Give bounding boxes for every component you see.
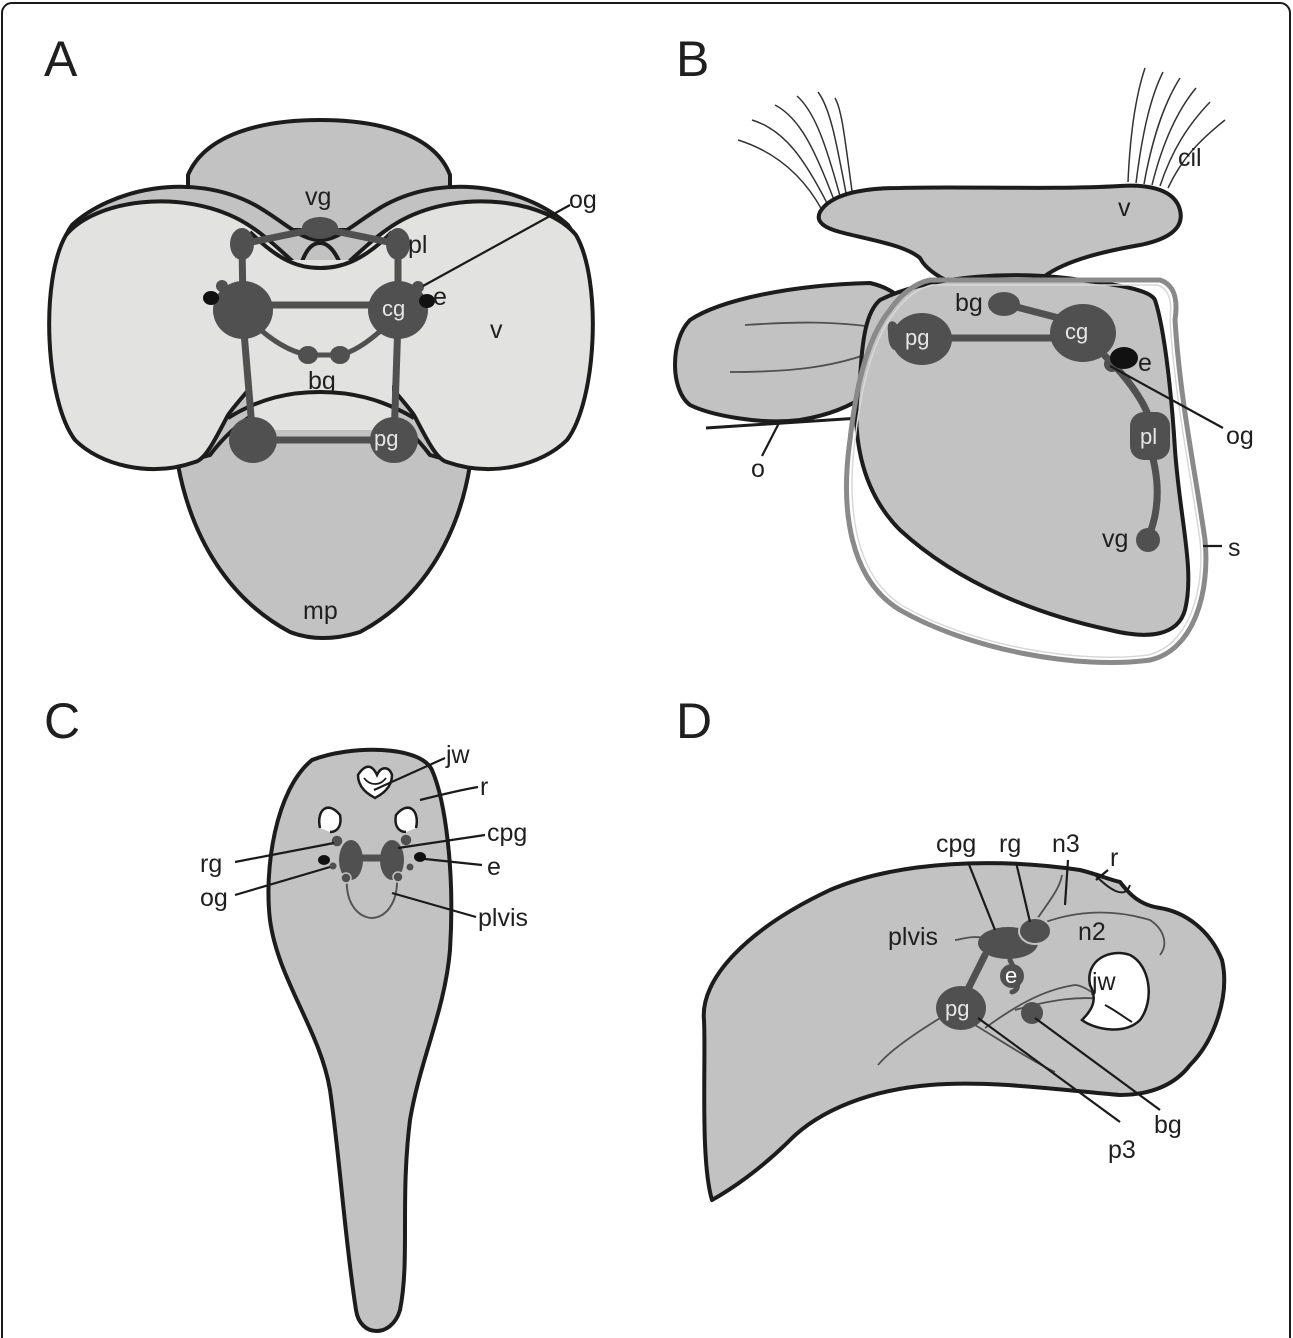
panel-a-label-mp: mp [303, 597, 338, 625]
panel-c-plvis-ganglion-left [341, 873, 351, 883]
panel-a-letter: A [44, 31, 78, 87]
panel-a-label-cg: cg [382, 296, 405, 321]
panel-a-buccal-ganglion-right [330, 346, 350, 364]
panel-b-label-vg: vg [1102, 525, 1128, 553]
panel-b-label-v: v [1118, 194, 1131, 222]
panel-a-label-vg: vg [305, 183, 331, 211]
panel-a-osphradial-ganglion-left [216, 280, 228, 292]
panel-b-visceral-ganglion [1136, 528, 1160, 552]
panel-a-pedal-ganglion-left [229, 417, 277, 463]
panel-b-label-cil: cil [1178, 144, 1202, 172]
panel-c-letter: C [44, 693, 80, 749]
panel-c-label-e: e [487, 853, 501, 881]
panel-c-label-cpg: cpg [487, 819, 527, 847]
panel-d-label-jw: jw [1091, 968, 1117, 996]
panel-b-label-og: og [1226, 422, 1254, 450]
panel-d-label-e: e [1005, 963, 1017, 988]
panel-c-label-plvis: plvis [478, 904, 528, 932]
panel-b-label-s: s [1228, 534, 1241, 562]
panel-c-osphradial-ganglion-right [407, 864, 414, 871]
panel-a-label-pl: pl [408, 231, 427, 259]
panel-d-label-bg: bg [1154, 1111, 1182, 1139]
panel-b-buccal-ganglion [988, 292, 1020, 316]
panel-d-label-r: r [1110, 844, 1118, 872]
panel-b-label-pl: pl [1140, 424, 1157, 449]
panel-a-osphradial-ganglion-right [412, 281, 424, 293]
panel-d-label-plvis: plvis [888, 923, 938, 951]
panel-c-eye-left [318, 855, 330, 865]
panel-a-label-v: v [490, 316, 503, 344]
panel-d-label-n2: n2 [1078, 918, 1106, 946]
panel-c-label-og: og [200, 884, 228, 912]
panel-d-label-rg: rg [999, 830, 1021, 858]
panel-c-rhinophore-left [319, 808, 340, 832]
panel-a-pleural-ganglion-right [386, 228, 410, 260]
panel-b-label-bg: bg [955, 289, 983, 317]
panel-c-label-rg: rg [200, 850, 222, 878]
panel-c-eye-right [414, 852, 426, 862]
panel-d-label-p3: p3 [1108, 1136, 1136, 1164]
panel-b-letter: B [676, 31, 709, 87]
panel-a-center-field [250, 260, 392, 430]
panel-a-label-e: e [433, 283, 447, 311]
panel-d-label-pg: pg [945, 996, 969, 1021]
panel-b-label-pg: pg [905, 325, 929, 350]
panel-d-letter: D [676, 693, 712, 749]
panel-b-label-cg: cg [1065, 319, 1088, 344]
panel-a-eye-left [203, 291, 219, 305]
panel-d-rhinophoral-ganglion [1019, 918, 1051, 944]
panel-c-plvis-ganglion-right [393, 872, 403, 882]
panel-c-label-r: r [480, 773, 488, 801]
panel-a-visceral-ganglion [302, 217, 338, 239]
panel-b-eye [1110, 347, 1138, 369]
panel-b-label-o: o [751, 455, 765, 483]
panel-a-label-og: og [569, 186, 597, 214]
panel-c-label-jw: jw [445, 741, 471, 769]
panel-b-label-e: e [1138, 349, 1152, 377]
panel-a-label-pg: pg [374, 426, 398, 451]
panel-a-label-bg: bg [308, 367, 336, 395]
panel-a-buccal-ganglion-left [298, 346, 318, 364]
panel-d-label-cpg: cpg [936, 830, 976, 858]
panel-c-rhinophore-right [395, 808, 416, 832]
panel-d-label-n3: n3 [1052, 830, 1080, 858]
panel-c-rhinophoral-ganglion-right [400, 834, 412, 846]
panel-a-pleural-ganglion-left [230, 228, 254, 260]
panel-c-rhinophoral-ganglion-left [331, 835, 343, 847]
panel-c-osphradial-ganglion-left [330, 863, 337, 870]
